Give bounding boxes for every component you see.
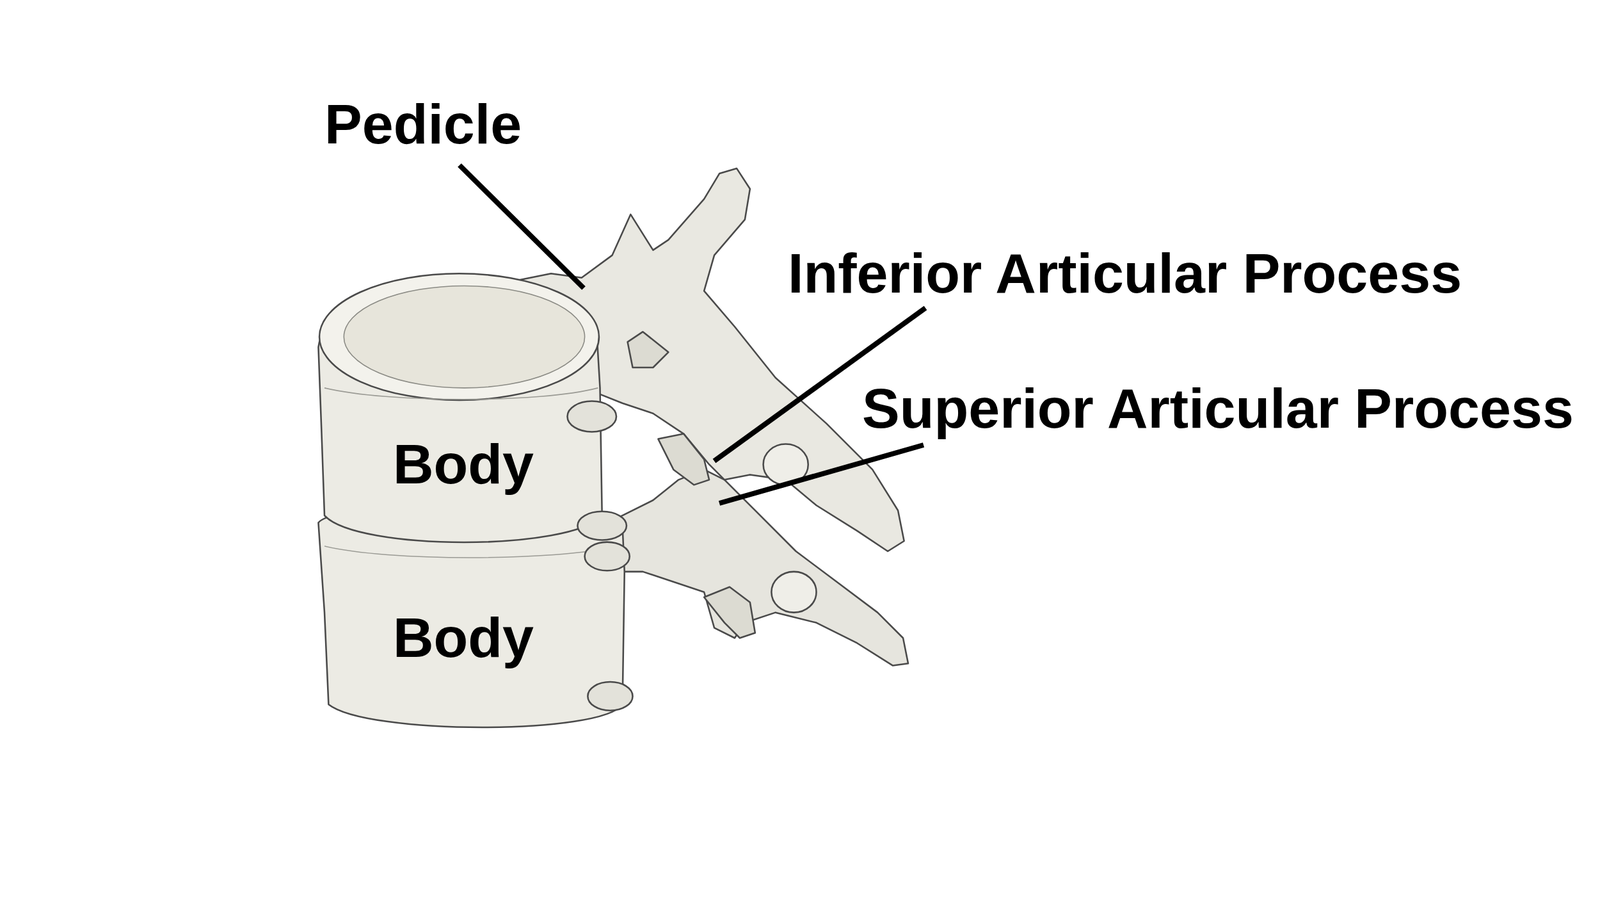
end-plate-inner — [343, 285, 585, 388]
upper-vertebral-body — [318, 286, 602, 543]
transverse-process-tip — [771, 571, 816, 613]
rib-facet — [587, 681, 633, 711]
rib-facet — [567, 401, 617, 432]
part-label: Body — [392, 609, 534, 666]
leader-line — [719, 444, 924, 504]
end-plate — [319, 273, 600, 400]
rib-facet — [584, 542, 630, 571]
inferior-articular-process — [657, 433, 710, 486]
leader-line — [459, 165, 584, 288]
part-label: Pedicle — [324, 96, 522, 153]
part-label: Body — [392, 435, 534, 493]
body-shading — [324, 545, 621, 558]
body-shading — [324, 387, 598, 400]
part-label: Superior Articular Process — [862, 380, 1574, 437]
superior-articular-process — [627, 331, 669, 368]
rib-facet — [577, 511, 627, 541]
part-label: Inferior Articular Process — [787, 245, 1462, 302]
articular-process — [704, 586, 756, 639]
